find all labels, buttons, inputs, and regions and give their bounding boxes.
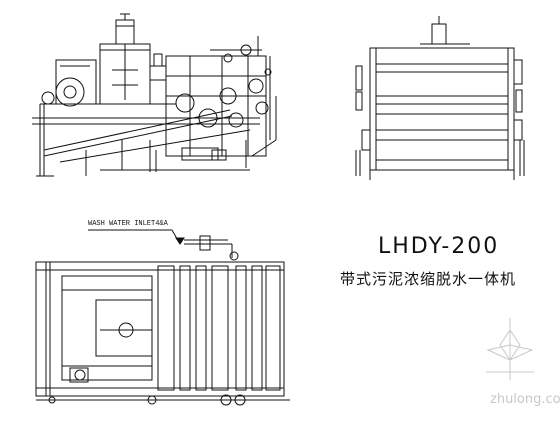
press-roller [176,94,194,112]
front-elevation-view [32,14,276,176]
top-motor [116,20,134,44]
gravity-belt-section [62,276,152,380]
side-frame [370,48,514,170]
side-motor [432,24,446,44]
watermark-text: zhulong.com [490,392,560,407]
plan-frame [36,262,284,396]
press-roller-band [158,266,174,390]
model-label: LHDY-200 [378,234,500,259]
press-roller-frame [166,56,266,156]
drum-wheel [56,78,84,106]
side-elevation-view [356,16,524,180]
description-label: 带式污泥浓缩脱水一体机 [340,270,517,288]
plan-view [36,230,290,405]
wash-water-callout: WASH WATER INLET4&A [88,220,168,228]
watermark-logo-icon [486,318,534,380]
inclined-belt [44,110,230,150]
flocculation-drum [56,60,96,104]
